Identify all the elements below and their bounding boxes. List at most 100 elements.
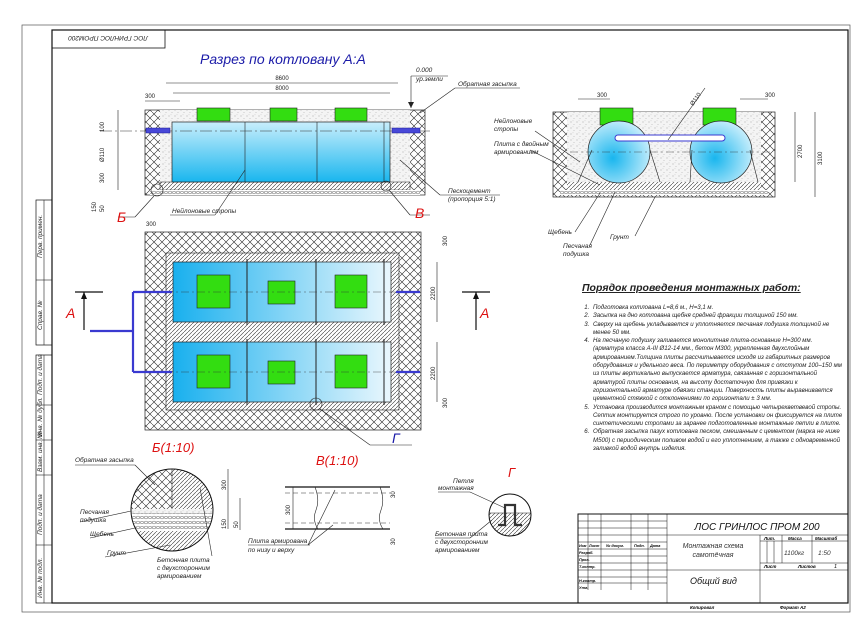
drawing-label: Утв. xyxy=(579,586,588,590)
drawing-label: Инв. № дубл. xyxy=(36,397,44,437)
drawing-label: с двухсторонним xyxy=(157,564,210,572)
connecting-pipe xyxy=(614,134,726,142)
drawing-label: 3100 xyxy=(818,151,824,165)
drawing-label: Копировал xyxy=(690,605,715,610)
notes-list: Подготовка котлована L=8,6 м., H=3,1 м. … xyxy=(582,304,844,453)
drawing-label: 300 xyxy=(443,397,449,408)
cross-section: 300 300 Ø110 2700 3100 Нейлоновые стропы… xyxy=(494,87,824,258)
drawing-label: Дата xyxy=(649,544,660,548)
drawing-label: стропы xyxy=(494,126,518,133)
drawing-label: монтажная xyxy=(438,485,474,492)
drawing-label: 300 xyxy=(597,93,608,99)
drawing-label: 8000 xyxy=(275,86,289,92)
section-aa-title: Разрез по котловану А:А xyxy=(200,51,366,67)
drawing-label: по низу и верху xyxy=(248,547,295,554)
drawing-label: Нейлоновые xyxy=(494,117,533,125)
drawing-label: Разраб. xyxy=(579,551,593,555)
drawing-label: 50 xyxy=(234,521,240,528)
drawing-label: 1 xyxy=(834,564,837,570)
section-mark-right: А xyxy=(479,305,489,321)
drawing-label: Б(1:10) xyxy=(152,440,194,455)
drawing-label: подушка xyxy=(80,516,106,524)
drawing-label: Монтажная схема xyxy=(683,543,744,550)
drawing-label: Справ. № xyxy=(37,300,44,330)
drawing-label: Перв. примен. xyxy=(37,215,44,258)
drawing-label: 300 xyxy=(146,222,157,228)
drawing-label: Песчаная xyxy=(80,509,109,516)
drawing-label: Масштаб xyxy=(815,535,837,541)
note-item: Установка производится монтажным краном … xyxy=(591,404,844,429)
drawing-label: Грунт xyxy=(610,234,629,241)
note-item: Подготовка котлована L=8,6 м., H=3,1 м. xyxy=(591,304,844,312)
drawing-label: Подп. и дата xyxy=(36,354,44,395)
drawing-label: Н.контр. xyxy=(579,579,596,583)
detail-g: Г Петля монтажная Бетонная плита с двухс… xyxy=(435,465,532,554)
drawing-label: Лист xyxy=(763,564,776,569)
drawing-label: Г xyxy=(508,465,516,480)
section-mark-left: А xyxy=(65,305,75,321)
drawing-label: 1:50 xyxy=(818,550,831,557)
septic-tank xyxy=(171,121,391,183)
note-item: Засыпка на дно котлована щебня средней ф… xyxy=(591,312,844,320)
drawing-label: ЛОС ГРИНЛОС ПРОМ200 xyxy=(68,34,149,41)
drawing-label: 150 xyxy=(222,518,228,529)
drawing-label: 50 xyxy=(100,205,106,212)
hatch-1 xyxy=(196,107,231,122)
drawing-label: Листов xyxy=(797,564,816,569)
drawing-label: 8600 xyxy=(275,76,289,82)
drawing-label: Общий вид xyxy=(690,576,737,586)
drawing-label: 300 xyxy=(443,235,449,246)
drawing-label: Инв. № подл. xyxy=(36,557,44,598)
callout-g: Г xyxy=(392,430,401,446)
drawing-label: 300 xyxy=(100,172,106,183)
plan-view: А А 2200 2200 300 300 Г xyxy=(65,231,490,446)
note-item: Сверху на щебень укладывается и уплотняе… xyxy=(591,321,844,338)
note-item: Обратная засыпка пазух котлована песком,… xyxy=(591,428,844,453)
drawing-label: армированием xyxy=(494,149,539,156)
drawing-label: Щебень xyxy=(548,228,573,236)
note-item: На песчаную подушку заливается монолитна… xyxy=(591,337,844,403)
drawing-label: 2200 xyxy=(431,286,437,300)
drawing-label: Обратная засыпка xyxy=(458,80,517,88)
drawing-label: Обратная засыпка xyxy=(75,456,134,464)
drawing-label: Формат А2 xyxy=(780,605,806,610)
drawing-label: Подп. xyxy=(634,544,645,548)
drawing-label: 300 xyxy=(286,504,292,515)
drawing-label: Подп. и дата xyxy=(36,494,44,535)
drawing-label: 1100кг xyxy=(784,550,805,557)
drawing-label: № докум. xyxy=(606,544,624,548)
drawing-label: 2200 xyxy=(431,366,437,380)
inlet-pipe xyxy=(145,127,171,134)
drawing-label: 0.000 xyxy=(416,67,433,74)
drawing-label: 300 xyxy=(765,93,776,99)
outlet-pipe xyxy=(391,127,421,134)
drawing-label: 300 xyxy=(145,94,156,100)
detail-b: Б(1:10) Обратная засыпка Песчаная подушк… xyxy=(75,440,241,580)
drawing-label: 30 xyxy=(391,491,397,498)
drawing-label: Лит. xyxy=(763,536,775,541)
drawing-label: Изм xyxy=(579,544,587,548)
drawing-label: Взам. инв. № xyxy=(37,432,44,472)
drawing-label: Пескоцемент xyxy=(448,188,491,195)
drawing-label: Плита армирована xyxy=(248,538,308,545)
drawing-label: с двухсторонним xyxy=(435,538,488,546)
drawing-label: Петля xyxy=(453,478,474,485)
drawing-label: Т.контр. xyxy=(579,565,596,569)
drawing-label: самотёчная xyxy=(693,552,734,559)
drawing-label: Бетонная плита xyxy=(157,557,210,564)
drawing-label: Щебень xyxy=(90,530,115,538)
plan-pipework xyxy=(90,290,420,374)
drawing-label: ЛОС ГРИНЛОС ПРОМ 200 xyxy=(693,522,820,533)
detail-v: В(1:10) 300 30 30 Плита армирована по ни… xyxy=(248,453,397,554)
drawing-label: Масса xyxy=(788,536,802,541)
drawing-label: ур.земли xyxy=(415,76,443,83)
drawing-label: Грунт xyxy=(107,550,126,557)
drawing-label: 300 xyxy=(222,479,228,490)
drawing-label: Песчаная xyxy=(563,243,592,250)
drawing-label: армированием xyxy=(157,573,202,580)
notes-title: Порядок проведения монтажных работ: xyxy=(582,282,801,294)
title-block: ЛОС ГРИНЛОС ПРОМ 200 Монтажная схема сам… xyxy=(577,513,849,610)
drawing-label: Лист xyxy=(588,544,600,548)
drawing-label: Пров. xyxy=(579,558,590,562)
